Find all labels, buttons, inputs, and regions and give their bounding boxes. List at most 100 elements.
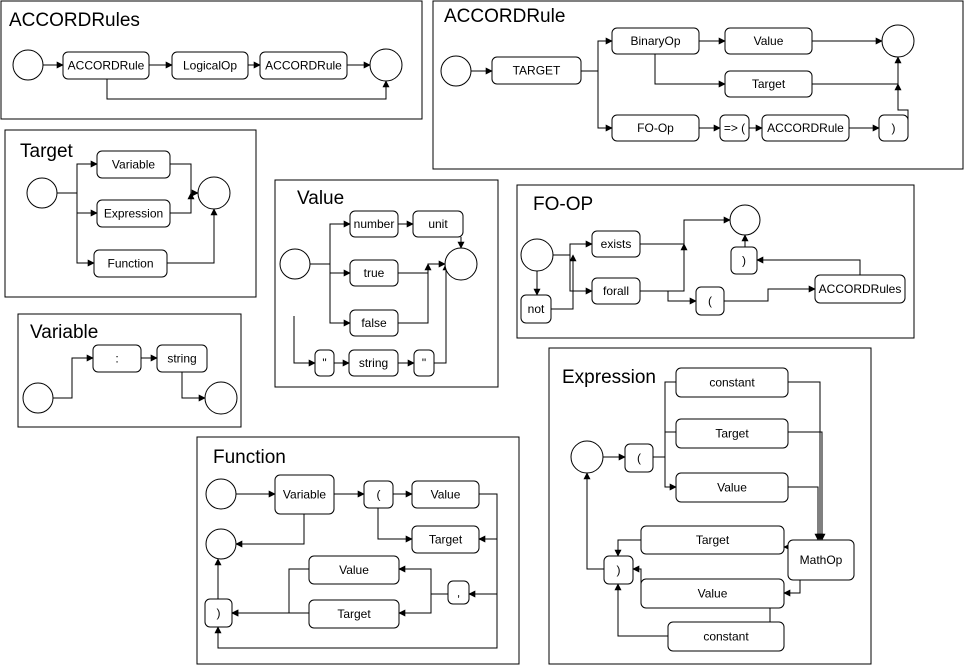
edge-target-2: [76, 213, 95, 267]
expression-node-value-label: Value: [717, 481, 747, 495]
function-node-variable: Variable: [274, 474, 335, 515]
edge-value-10: [434, 263, 450, 364]
foop-node-rules-box: [814, 274, 906, 304]
accordrule-start-terminal: [440, 55, 472, 87]
expression-node-constant-box: [675, 367, 789, 398]
accordrule-node-rule: ACCORDRule: [761, 114, 850, 142]
foop-node-open: (: [695, 286, 725, 316]
accordrule-node-close-box: [878, 114, 909, 142]
expression-node-value-box: [675, 472, 789, 503]
value-node-unit-label: unit: [428, 217, 448, 231]
accordrule-node-binop: BinaryOp: [611, 27, 700, 55]
function-node-target2-label: Target: [337, 607, 371, 621]
value-start-terminal: [279, 248, 311, 280]
function-end-terminal: [205, 528, 237, 560]
edge-foop-2: [569, 255, 593, 295]
edge-function-4: [235, 514, 305, 548]
foop-start-terminal: [520, 238, 554, 272]
accordrule-node-implies: => (: [719, 114, 750, 142]
edge-accordrule-2: [597, 71, 613, 132]
foop-node-exists: exists: [591, 230, 641, 258]
expression-node-mathop: MathOp: [787, 539, 855, 581]
accordrules-start-terminal: [12, 49, 44, 81]
variable-node-colon-label: :: [115, 352, 118, 366]
edge-target-5: [167, 208, 218, 264]
accordrules-node-rule1: ACCORDRule: [62, 51, 150, 80]
expression-node-constant2-label: constant: [703, 630, 749, 644]
edge-function-3: [377, 508, 413, 543]
expression-node-open-box: [624, 443, 654, 473]
edge-accordrule-5: [654, 54, 726, 88]
edge-function-7: [398, 565, 448, 595]
function-node-value2: Value: [308, 555, 400, 585]
function-node-open: (: [363, 480, 394, 509]
expression-node-target-label: Target: [715, 427, 749, 441]
expression-node-value2-label: Value: [698, 587, 728, 601]
value-node-number-label: number: [354, 217, 395, 231]
expression-node-target-box: [675, 418, 789, 449]
accordrules-node-logop-box: [171, 51, 249, 80]
edge-target-4: [170, 192, 195, 214]
edge-target-0: [57, 160, 98, 194]
accordrule-node-implies-box: [719, 114, 750, 142]
edge-foop-3: [551, 254, 577, 310]
panel-title-function: Function: [213, 447, 286, 468]
target-node-variable-box: [96, 150, 171, 179]
edge-expression-5: [788, 431, 826, 541]
expression-node-constant2-box: [667, 621, 785, 652]
edge-foop-8: [756, 256, 861, 275]
function-node-close-box: [204, 598, 233, 628]
target-node-expression-box: [96, 199, 171, 228]
accordrule-node-target2-label: Target: [752, 77, 786, 91]
function-node-target2-box: [308, 599, 400, 629]
target-node-variable-label: Variable: [112, 158, 155, 172]
function-node-target-label: Target: [429, 533, 463, 547]
function-node-target-box: [411, 525, 480, 554]
function-node-close: ): [204, 598, 233, 628]
accordrules-node-rule2-label: ACCORDRule: [265, 59, 342, 73]
value-node-unit-box: [412, 210, 464, 238]
foop-node-rules-label: ACCORDRules: [819, 282, 902, 296]
edge-expression-6: [788, 486, 822, 541]
foop-node-exists-box: [591, 230, 641, 258]
foop-end-terminal: [729, 204, 761, 236]
foop-node-exists-label: exists: [601, 237, 632, 251]
accordrules-node-rule2: ACCORDRule: [259, 51, 348, 80]
edge-function-11: [214, 594, 498, 649]
function-node-open-box: [363, 480, 394, 509]
accordrule-node-rule-box: [761, 114, 850, 142]
accordrule-node-target-box: [491, 56, 582, 85]
accordrule-node-rule-label: ACCORDRule: [767, 121, 844, 135]
expression-node-constant-label: constant: [709, 376, 755, 390]
target-end-terminal: [197, 176, 231, 210]
target-node-expression-label: Expression: [104, 207, 163, 221]
panel-title-value: Value: [297, 188, 344, 209]
function-node-value: Value: [411, 480, 480, 509]
expression-node-value2-box: [640, 578, 785, 609]
value-node-q2-box: [413, 349, 435, 377]
foop-node-close-box: [730, 246, 758, 275]
variable-start-terminal: [22, 382, 54, 414]
function-node-comma: ,: [447, 580, 470, 605]
edge-expression-13: [583, 472, 604, 570]
function-node-value-label: Value: [431, 488, 461, 502]
value-node-true-box: [349, 259, 399, 287]
foop-node-open-label: (: [708, 294, 712, 308]
variable-end-terminal: [204, 381, 238, 415]
accordrules-node-rule1-box: [62, 51, 150, 80]
edge-foop-6: [640, 290, 697, 305]
edge-value-2: [329, 273, 351, 327]
value-node-true: true: [349, 259, 399, 287]
edge-foop-7: [724, 285, 816, 302]
panel-title-foop: FO-OP: [533, 194, 593, 215]
foop-node-open-box: [695, 286, 725, 316]
accordrules-node-logop-label: LogicalOp: [183, 59, 237, 73]
function-node-target2: Target: [308, 599, 400, 629]
accordrule-node-value-box: [724, 27, 813, 55]
value-node-false-box: [349, 309, 399, 337]
panel-title-accordrules: ACCORDRules: [9, 10, 140, 31]
value-node-false: false: [349, 309, 399, 337]
variable-node-string: string: [156, 344, 208, 373]
function-node-variable-box: [274, 474, 335, 515]
